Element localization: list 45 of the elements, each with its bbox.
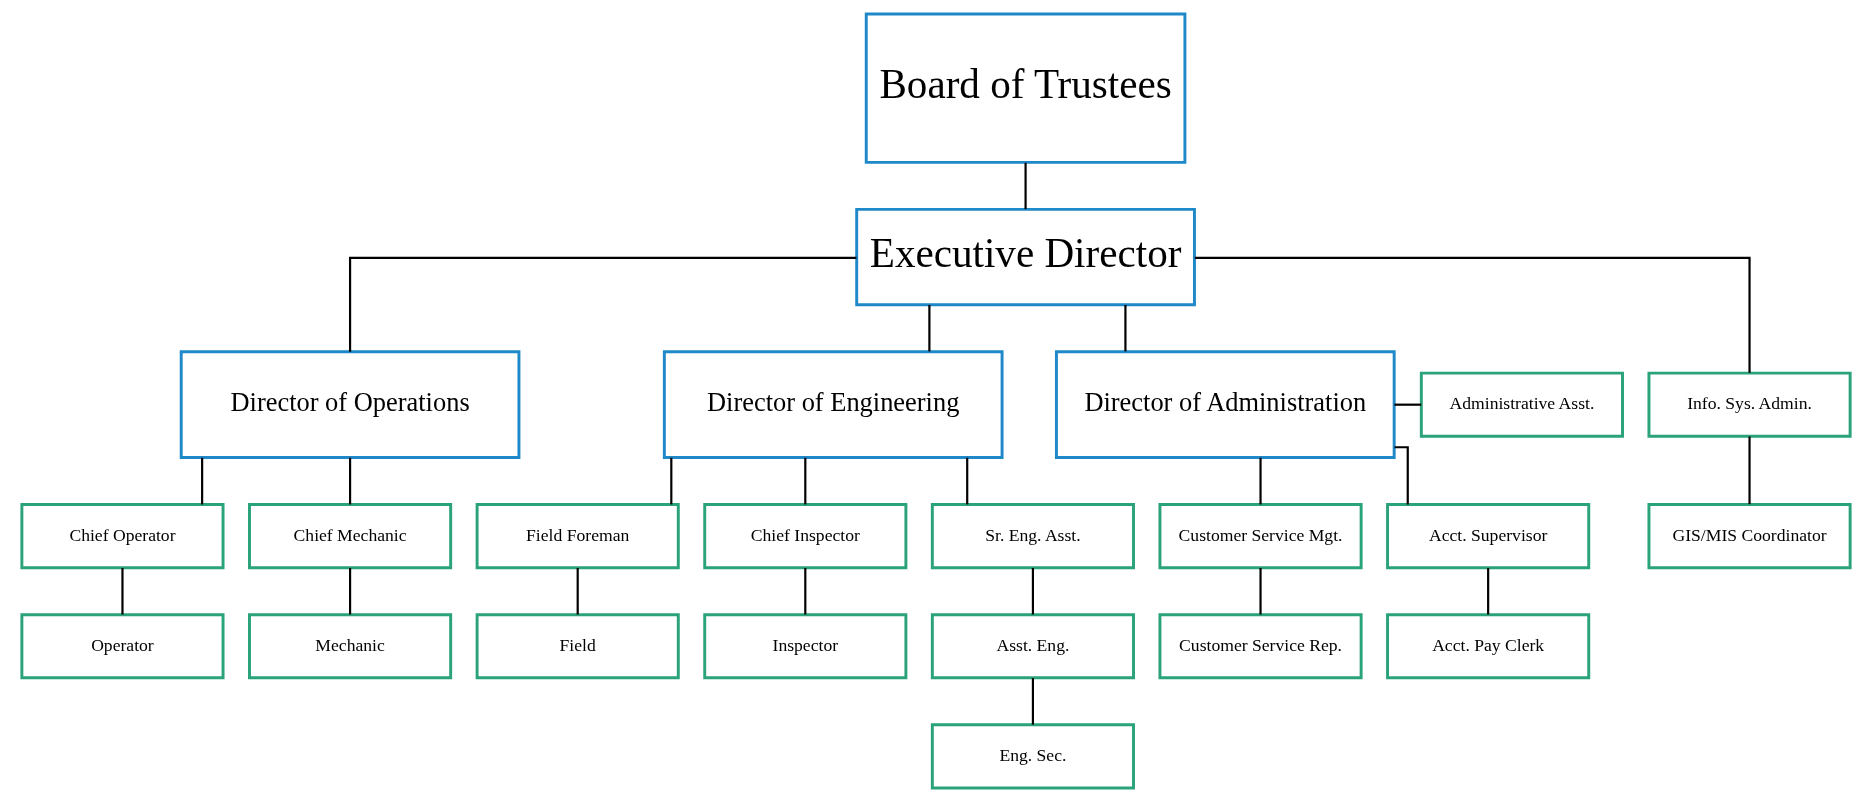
node-box: Inspector xyxy=(702,613,907,680)
node-box: Sr. Eng. Asst. xyxy=(930,503,1135,570)
connector xyxy=(1123,305,1127,352)
connector xyxy=(1393,403,1421,406)
connector xyxy=(200,457,203,505)
connector xyxy=(120,567,124,615)
connector xyxy=(1258,567,1262,615)
connector xyxy=(1031,567,1034,615)
node-box: Board of Trustees xyxy=(864,12,1186,164)
node-box: Field Foreman xyxy=(475,503,680,570)
connector xyxy=(803,567,806,615)
node-box: Acct. Pay Clerk xyxy=(1385,613,1590,680)
node-box: Chief Mechanic xyxy=(247,503,452,570)
node-box: Acct. Supervisor xyxy=(1385,503,1590,570)
node-box: Info. Sys. Admin. xyxy=(1646,371,1852,438)
connector xyxy=(965,457,968,505)
connector xyxy=(1258,457,1262,505)
connector xyxy=(1747,436,1751,505)
node-box: Administrative Asst. xyxy=(1419,371,1624,438)
connector xyxy=(1394,446,1409,505)
node-box: GIS/MIS Coordinator xyxy=(1646,503,1852,570)
connector xyxy=(1194,256,1751,373)
node-box: Customer Service Rep. xyxy=(1157,613,1363,680)
node-box: Chief Inspector xyxy=(702,503,907,570)
connector xyxy=(1023,162,1027,210)
node-box: Eng. Sec. xyxy=(930,723,1135,790)
node-box: Chief Operator xyxy=(19,503,225,570)
node-box: Director of Engineering xyxy=(662,350,1004,459)
connector xyxy=(1486,567,1489,615)
connector xyxy=(927,305,930,352)
node-box: Director of Operations xyxy=(179,350,520,459)
node-box: Executive Director xyxy=(854,207,1196,307)
node-box: Field xyxy=(475,613,680,680)
connector xyxy=(803,457,806,505)
node-box: Customer Service Mgt. xyxy=(1157,503,1363,570)
node-box: Director of Administration xyxy=(1054,350,1396,459)
node-box: Asst. Eng. xyxy=(930,613,1135,680)
node-box: Operator xyxy=(19,613,225,680)
connector xyxy=(348,567,351,615)
connector xyxy=(576,567,579,615)
connector xyxy=(348,457,351,505)
node-box: Mechanic xyxy=(247,613,452,680)
connector xyxy=(669,457,672,505)
connector xyxy=(348,256,856,352)
connector xyxy=(1031,678,1034,725)
